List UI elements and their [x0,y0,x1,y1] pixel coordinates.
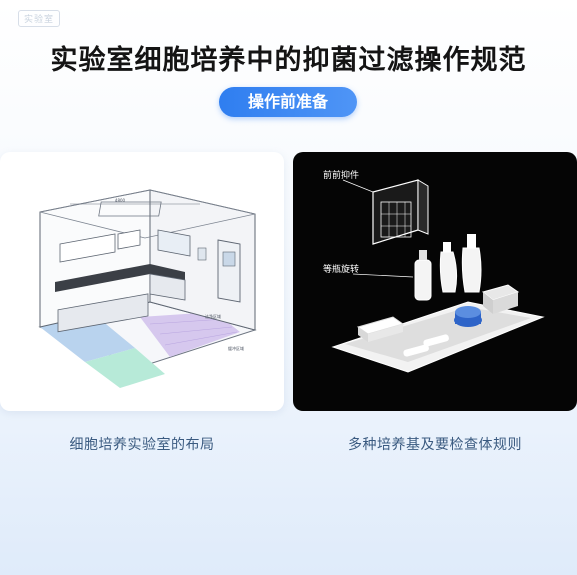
equipment-panel: 前前抑件 等瓶旋转 [293,152,577,411]
page-title: 实验室细胞培养中的抑菌过滤操作规范 [50,45,527,76]
label-filter: 前前抑件 [323,169,359,181]
lab-room-illustration: 4800 洁净区域 缓冲区域 [38,189,257,388]
lab-layout-panel: 4800 洁净区域 缓冲区域 [0,152,284,411]
left-caption: 细胞培养实验室的布局 [69,437,215,453]
zone-label: 洁净区域 [205,313,221,319]
zone-label-2: 缓冲区域 [228,345,244,351]
floor-zone-green [85,348,165,388]
brand-logo: 实验室 [18,10,61,27]
label-bottles: 等瓶旋转 [323,263,359,275]
equipment-illustration: 前前抑件 等瓶旋转 [323,169,545,373]
section-badge: 操作前准备 [219,87,357,117]
right-caption: 多种培养基及要检查体规则 [348,437,522,453]
dimension-label: 4800 [115,198,126,203]
